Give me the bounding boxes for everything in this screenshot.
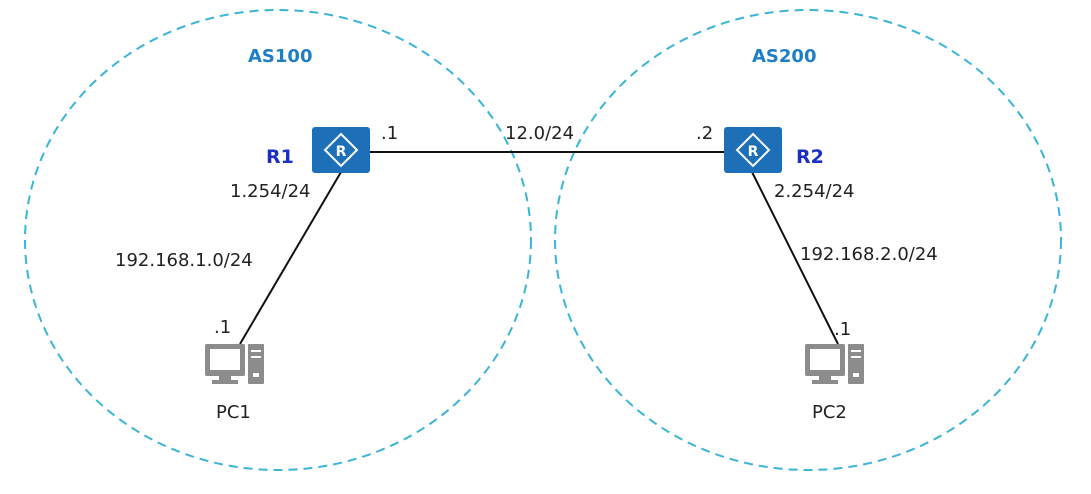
pc1-address-label: .1 <box>214 317 231 338</box>
r1-r2-r1-address-label: .1 <box>381 123 398 144</box>
r2-lan-gateway-label: 2.254/24 <box>774 181 855 202</box>
link-r1-r2-network-label: 12.0/24 <box>505 123 574 144</box>
router-icon: R <box>724 127 782 173</box>
router-r2-name: R2 <box>796 146 824 168</box>
as100-label: AS100 <box>248 46 312 67</box>
pc2-address-label: .1 <box>834 319 851 340</box>
lan1-network-label: 192.168.1.0/24 <box>115 250 253 271</box>
link-r2-pc2 <box>751 171 839 345</box>
pc2-name: PC2 <box>812 402 847 423</box>
pc1-name: PC1 <box>216 402 251 423</box>
router-r2[interactable]: R <box>724 127 782 173</box>
r1-r2-r2-address-label: .2 <box>696 123 713 144</box>
svg-text:R: R <box>748 144 759 160</box>
svg-text:R: R <box>336 144 347 160</box>
link-r1-pc1 <box>239 171 342 345</box>
pc-icon <box>805 344 864 384</box>
pc-pc1[interactable] <box>205 344 264 384</box>
router-icon: R <box>312 127 370 173</box>
router-r1[interactable]: R <box>312 127 370 173</box>
as200-label: AS200 <box>752 46 816 67</box>
router-r1-name: R1 <box>266 146 294 168</box>
as100-zone <box>24 9 532 471</box>
pc-pc2[interactable] <box>805 344 864 384</box>
as200-zone <box>554 9 1062 471</box>
lan2-network-label: 192.168.2.0/24 <box>800 244 938 265</box>
r1-lan-gateway-label: 1.254/24 <box>230 181 311 202</box>
pc-icon <box>205 344 264 384</box>
